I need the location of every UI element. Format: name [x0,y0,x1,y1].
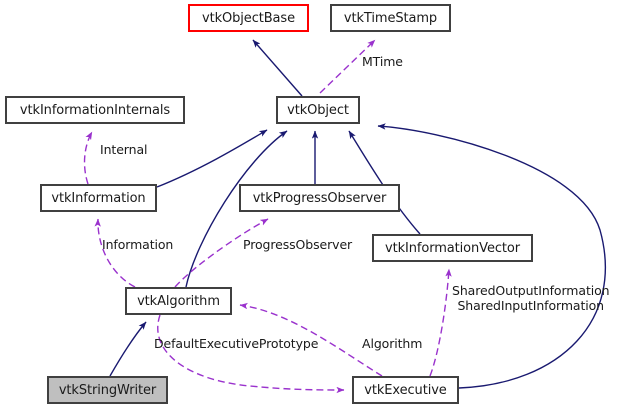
edge-vtkinformation-to-vtkinformationinternals [83,131,93,185]
edge-vtkexecutive-to-vtkobject [377,123,606,389]
edge-label-internal: Internal [100,142,148,157]
edge-vtkinformationvector-to-vtkobject [348,130,421,235]
class-node-vtkalgorithm[interactable]: vtkAlgorithm [125,287,232,315]
class-node-vtkobject[interactable]: vtkObject [276,96,360,124]
edge-label-defaultexecutiveprototype: DefaultExecutivePrototype [154,336,319,351]
class-node-label: vtkInformation [51,190,146,206]
class-node-vtkobjectbase[interactable]: vtkObjectBase [188,4,309,32]
edge-label-algorithm: Algorithm [362,336,423,351]
class-node-vtkinformationvector[interactable]: vtkInformationVector [372,234,533,262]
edge-vtkalgorithm-to-vtkobject [185,130,288,288]
class-node-label: vtkStringWriter [58,382,157,398]
class-node-vtkprogressobserver[interactable]: vtkProgressObserver [239,184,400,212]
edge-vtkstringwriter-to-vtkalgorithm [109,321,147,377]
class-node-label: vtkObjectBase [201,10,295,26]
edge-vtkinformation-to-vtkobject [156,129,268,188]
class-node-label: vtkInformationVector [385,240,520,256]
class-node-label: vtkInformationInternals [19,102,171,118]
edge-label-shared-information: SharedOutputInformation SharedInputInfor… [452,283,610,313]
class-node-vtkstringwriter[interactable]: vtkStringWriter [47,376,168,404]
edge-label-progressobserver: ProgressObserver [243,237,353,252]
class-node-vtktimestamp[interactable]: vtkTimeStamp [330,4,451,32]
class-node-label: vtkExecutive [364,382,447,398]
class-node-label: vtkProgressObserver [252,190,387,206]
class-node-vtkinformationinternals[interactable]: vtkInformationInternals [5,96,185,124]
class-node-label: vtkObject [287,102,349,118]
edge-vtkalgorithm-to-vtkprogressobserver [174,218,269,288]
edge-vtkobject-to-vtkobjectbase [252,39,303,97]
class-node-vtkexecutive[interactable]: vtkExecutive [352,376,459,404]
edge-vtkalgorithm-to-vtkexecutive [157,314,345,394]
edge-vtkexecutive-to-vtkalgorithm [239,302,383,377]
edge-label-information: Information [102,237,174,252]
class-node-vtkinformation[interactable]: vtkInformation [40,184,157,212]
class-node-label: vtkTimeStamp [343,10,438,26]
class-node-label: vtkAlgorithm [137,293,220,309]
edge-vtkobject-to-vtktimestamp [319,39,376,94]
edge-label-mtime: MTime [362,54,403,69]
edge-vtkalgorithm-to-vtkinformation [94,218,136,288]
edge-vtkexecutive-to-vtkinformationvector [429,268,452,377]
